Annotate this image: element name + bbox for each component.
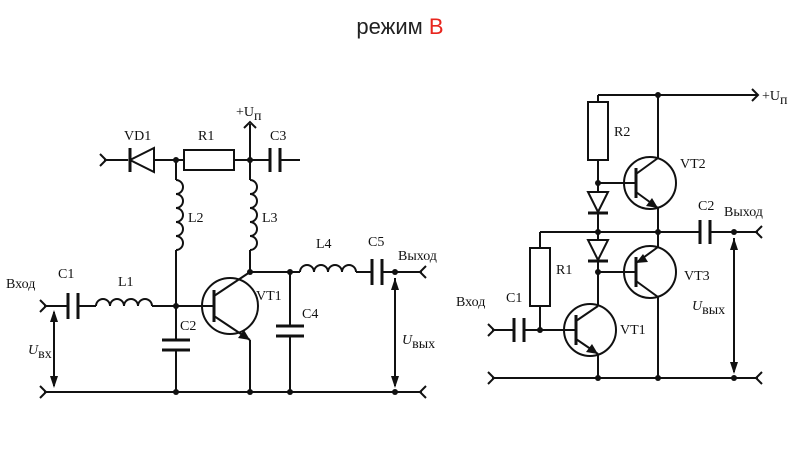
left-label-l3: L3: [262, 211, 278, 226]
page-title: режим B: [0, 14, 800, 40]
left-label-supply-sub: п: [254, 109, 262, 124]
left-label-l1: L1: [118, 275, 134, 290]
left-diode-vd1: [99, 146, 184, 174]
left-label-u-out-main: U: [402, 333, 413, 348]
left-inductor-l4: [299, 264, 372, 273]
right-resistor-r2: [587, 95, 609, 192]
right-transistor-vt2: [623, 95, 677, 232]
right-label-u-out: Uвых: [692, 299, 725, 318]
left-label-c3: C3: [270, 129, 286, 144]
left-inductor-l3: [249, 160, 258, 272]
left-transistor-vt1: [201, 271, 259, 392]
left-label-r1: R1: [198, 129, 214, 144]
left-schematic: VD1 R1 +Uп C3 L2 L3 Вход C1 L1 VT1 C2 L4…: [6, 105, 437, 399]
right-supply-rail: [598, 88, 760, 102]
title-accent: B: [428, 14, 444, 39]
left-ground-rail: [39, 385, 427, 399]
right-schematic: +Uп R2 VT2 C2 Выход R1 VT3 Вход C1 VT1 U…: [456, 88, 788, 385]
left-label-u-in-sub: вх: [38, 347, 52, 362]
right-label-supply-sub: п: [780, 93, 788, 108]
left-label-c4: C4: [302, 307, 318, 322]
right-label-c2: C2: [698, 199, 714, 214]
right-label-vt2: VT2: [680, 157, 706, 172]
left-capacitor-c3: [268, 148, 300, 172]
right-label-output: Выход: [724, 205, 763, 220]
left-label-c5: C5: [368, 235, 384, 250]
right-label-r2: R2: [614, 125, 630, 140]
left-capacitor-c1: [66, 293, 96, 319]
left-label-u-out-sub: вых: [412, 337, 435, 352]
left-label-u-in-main: U: [28, 343, 39, 358]
left-capacitor-c2: [162, 306, 190, 392]
right-label-r1: R1: [556, 263, 572, 278]
left-label-c2: C2: [180, 319, 196, 334]
left-resistor-r1: [183, 149, 270, 171]
right-label-input: Вход: [456, 295, 485, 310]
right-label-u-out-sub: вых: [702, 303, 725, 318]
left-inductor-l1: [95, 298, 208, 307]
left-capacitor-c5: [370, 259, 427, 285]
right-resistor-r1: [529, 232, 551, 330]
left-label-output: Выход: [398, 249, 437, 264]
left-label-l4: L4: [316, 237, 332, 252]
left-label-vd1: VD1: [124, 129, 151, 144]
right-diode-upper: [586, 191, 610, 240]
left-label-u-out: Uвых: [402, 333, 435, 352]
right-output-voltage-arrow: [730, 238, 738, 374]
title-prefix: режим: [356, 14, 429, 39]
left-input-voltage-arrow: [50, 310, 58, 388]
right-label-vt3: VT3: [684, 269, 710, 284]
right-input-terminal: [487, 323, 514, 337]
left-label-c1: C1: [58, 267, 74, 282]
right-label-supply-main: +U: [762, 89, 780, 104]
left-capacitor-c4: [276, 272, 304, 392]
left-input-terminal: [39, 299, 68, 313]
left-inductor-l2: [175, 160, 184, 306]
right-transistor-vt1: [563, 278, 617, 378]
right-transistor-vt3: [623, 232, 677, 378]
left-output-voltage-arrow: [391, 278, 399, 388]
right-label-u-out-main: U: [692, 299, 703, 314]
left-label-vt1: VT1: [256, 289, 282, 304]
left-label-l2: L2: [188, 211, 204, 226]
right-ground-rail: [487, 371, 763, 385]
right-label-vt1: VT1: [620, 323, 646, 338]
left-label-input: Вход: [6, 277, 35, 292]
left-label-supply-main: +U: [236, 105, 254, 120]
left-label-u-in: Uвх: [28, 343, 52, 362]
left-supply-terminal: [243, 120, 257, 160]
right-label-c1: C1: [506, 291, 522, 306]
right-label-supply: +Uп: [762, 89, 788, 108]
left-label-supply: +Uп: [236, 105, 262, 124]
